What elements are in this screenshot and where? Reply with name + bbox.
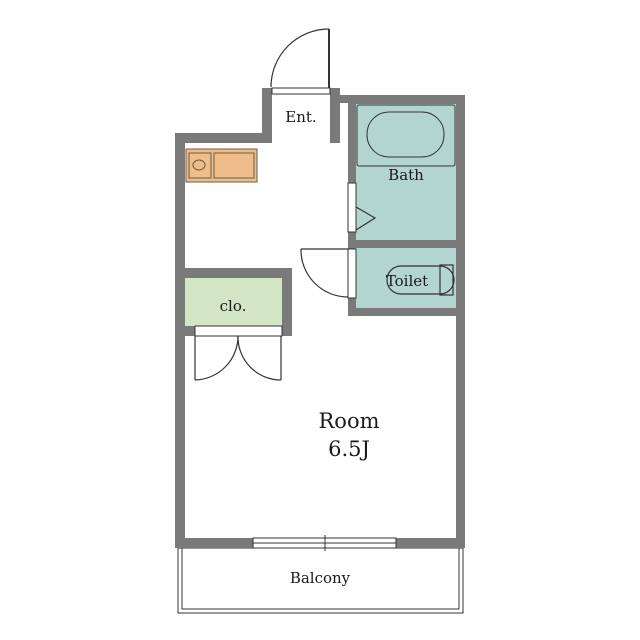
balcony-label: Balcony <box>290 569 351 587</box>
closet-area <box>184 278 284 326</box>
bath-label: Bath <box>388 166 424 184</box>
bathtub-icon <box>356 104 456 167</box>
toilet-icon <box>386 264 455 296</box>
kitchen-icon <box>185 148 258 183</box>
entrance-door-icon <box>270 28 331 95</box>
room-size-label: 6.5J <box>328 437 370 461</box>
toilet-door-icon <box>300 248 357 299</box>
room-name-label: Room <box>318 409 379 433</box>
closet-label: clo. <box>220 297 247 315</box>
toilet-label: Toilet <box>386 272 428 290</box>
entrance-label: Ent. <box>285 108 316 126</box>
closet-doors-icon <box>194 325 283 381</box>
bath-door-icon <box>347 182 377 233</box>
toilet-area <box>356 248 456 308</box>
walls <box>175 88 465 548</box>
balcony-window <box>252 535 397 551</box>
